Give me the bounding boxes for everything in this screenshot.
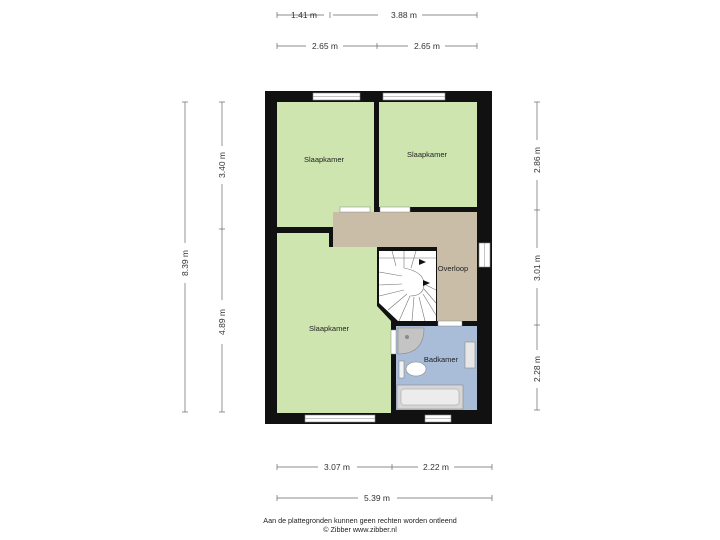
door-bedroom-bottom-left: [390, 329, 397, 355]
label-bedroom-top-left: Slaapkamer: [304, 155, 345, 164]
room-landing: [333, 212, 477, 321]
label-bedroom-top-right: Slaapkamer: [407, 150, 448, 159]
dim-bottom-row1-b: 2.22 m: [423, 462, 449, 472]
dim-right-upper: 2.86 m: [532, 147, 542, 173]
label-landing: Overloop: [438, 264, 468, 273]
label-bathroom: Badkamer: [424, 355, 459, 364]
dim-bottom-total: 5.39 m: [364, 493, 390, 503]
dim-left-total: 8.39 m: [180, 250, 190, 276]
copyright-text: © Zibber www.zibber.nl: [323, 525, 397, 534]
dim-top-row2-a: 2.65 m: [312, 41, 338, 51]
door-bathroom: [437, 320, 463, 327]
bathtub-inner: [400, 388, 460, 406]
dim-right-middle: 3.01 m: [532, 255, 542, 281]
stair-direction-arrows: [419, 259, 430, 286]
dim-top-row2-b: 2.65 m: [414, 41, 440, 51]
window-glass-lines: [305, 96, 485, 419]
door-bedroom-top-left: [339, 206, 371, 213]
room-bedroom-top-left: [277, 102, 374, 227]
shower-drain: [405, 335, 409, 339]
toilet-bowl: [405, 361, 427, 377]
door-bedroom-top-right: [379, 206, 411, 213]
dimension-lines: [182, 12, 540, 501]
doors: [339, 206, 463, 355]
floor-outline: [265, 91, 492, 424]
washbasin: [464, 341, 476, 369]
dim-left-upper: 3.40 m: [217, 152, 227, 178]
disclaimer-text: Aan de plattegronden kunnen geen rechten…: [263, 516, 457, 525]
room-bedroom-top-right: [379, 102, 477, 207]
room-bedroom-bottom-left: [277, 233, 391, 413]
dim-top-row1-a: 1.41 m: [291, 10, 317, 20]
dim-left-lower: 4.89 m: [217, 309, 227, 335]
stair-treads: [378, 250, 437, 322]
stairs: [379, 251, 436, 321]
bathroom-fixtures: [396, 327, 476, 410]
dim-right-lower: 2.28 m: [532, 356, 542, 382]
label-bedroom-bottom-left: Slaapkamer: [309, 324, 350, 333]
toilet-tank: [398, 360, 405, 379]
shower-corner: [397, 327, 425, 355]
dim-top-row1-b: 3.88 m: [391, 10, 417, 20]
dim-bottom-row1-a: 3.07 m: [324, 462, 350, 472]
